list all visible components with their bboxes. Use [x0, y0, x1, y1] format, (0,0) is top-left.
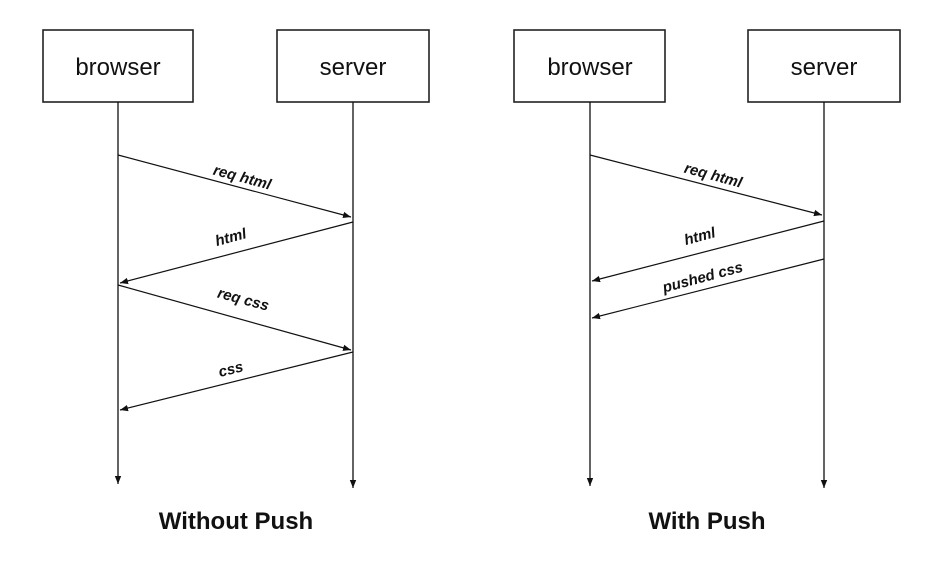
diagram-with-push: browser server req html html pushed css … — [513, 29, 901, 535]
diagram-caption: With Push — [648, 508, 765, 535]
diagram-without-push: browser server req html html req css css… — [42, 29, 430, 535]
actor-box — [42, 29, 194, 103]
message-label: html — [213, 225, 249, 250]
actor-server: server — [276, 29, 430, 103]
message-label: pushed css — [660, 259, 745, 297]
message-arrow — [119, 221, 354, 285]
message-arrow — [591, 258, 825, 320]
message-arrow — [589, 154, 823, 217]
message-label: css — [217, 358, 245, 381]
actor-label: browser — [75, 54, 160, 81]
message-arrow — [119, 351, 354, 412]
actor-browser: browser — [42, 29, 194, 103]
actor-label: browser — [547, 54, 632, 81]
message-label: req css — [216, 285, 271, 315]
actor-label: server — [320, 54, 387, 81]
actor-box — [747, 29, 901, 103]
message-arrow — [591, 220, 825, 283]
message-arrow — [117, 284, 352, 351]
actor-server: server — [747, 29, 901, 103]
actor-label: server — [791, 54, 858, 81]
actor-box — [513, 29, 666, 103]
message-label: html — [682, 224, 718, 249]
message-label: req html — [211, 162, 273, 194]
message-arrow — [117, 154, 352, 219]
actor-browser: browser — [513, 29, 666, 103]
actor-box — [276, 29, 430, 103]
diagram-caption: Without Push — [159, 508, 313, 535]
